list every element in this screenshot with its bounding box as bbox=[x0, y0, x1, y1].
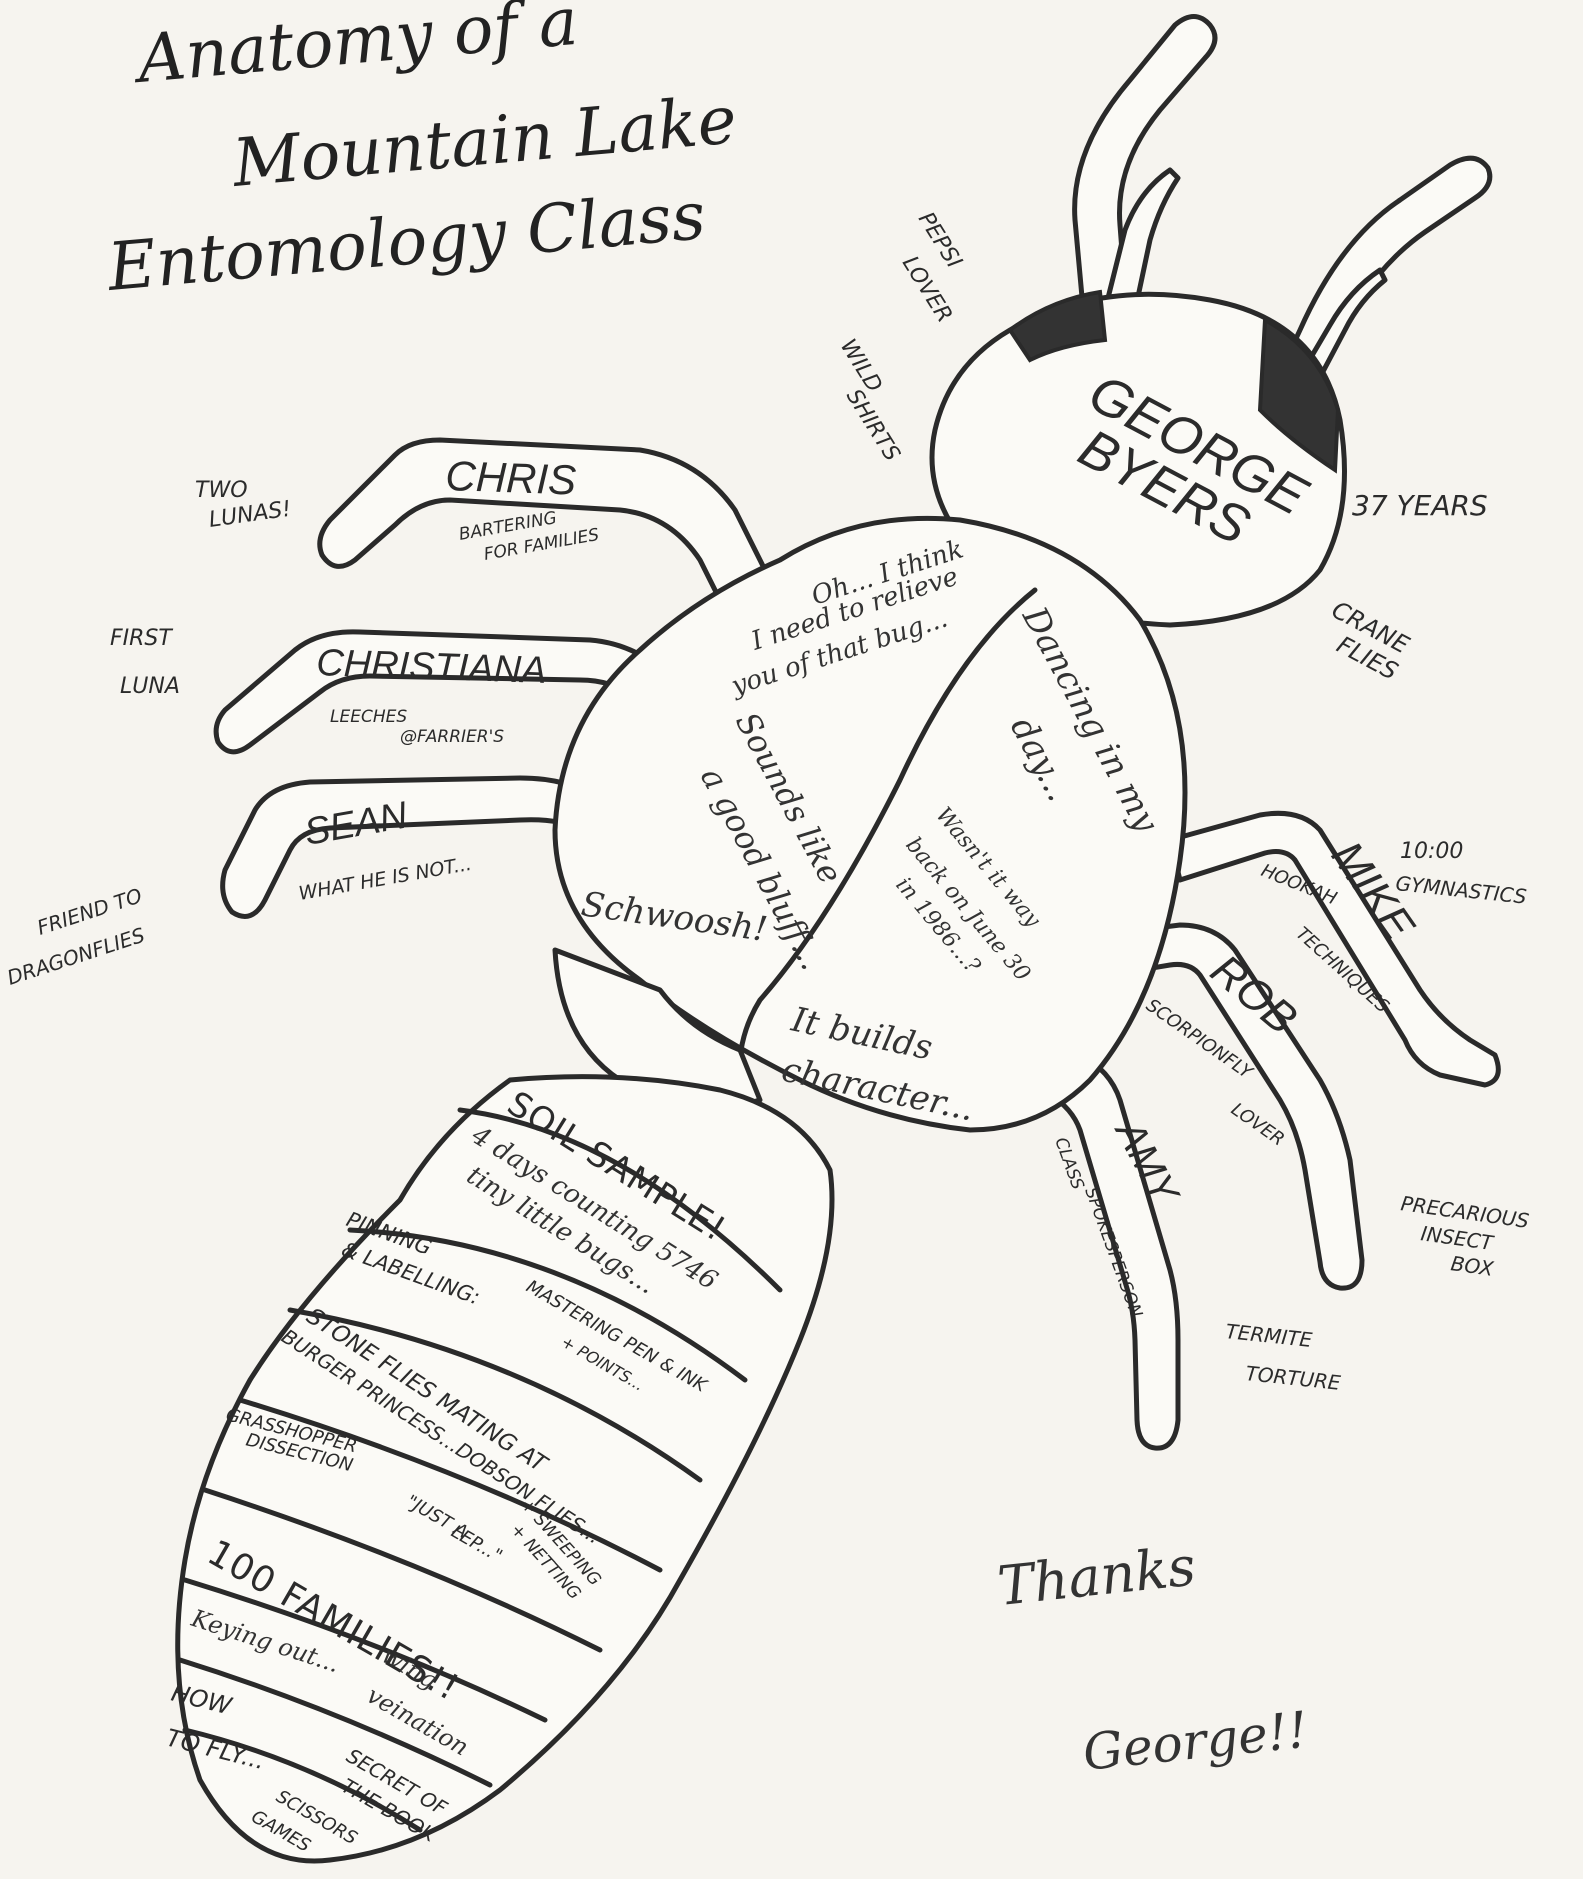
christiana-side-line-1: FIRST bbox=[110, 626, 173, 651]
thanks-line-2: George!! bbox=[1080, 1701, 1310, 1782]
title-line-3: Entomology Class bbox=[104, 177, 709, 306]
amy-side-line-2: TORTURE bbox=[1244, 1361, 1342, 1395]
note-shirts: SHIRTS bbox=[841, 385, 904, 466]
amy-side-line-1: TERMITE bbox=[1224, 1319, 1313, 1352]
mike-side-line-1: 10:00 bbox=[1400, 839, 1463, 864]
christiana-side-line-2: LUNA bbox=[120, 674, 180, 699]
title-block: Anatomy of a Mountain Lake Entomology Cl… bbox=[104, 0, 740, 306]
title-line-1: Anatomy of a bbox=[129, 0, 581, 98]
christiana-note-line-1: LEECHES bbox=[330, 707, 407, 727]
sean-side-line-2: DRAGONFLIES bbox=[4, 923, 148, 990]
rob-note-line-2: LOVER bbox=[1227, 1099, 1288, 1151]
thanks-line-1: Thanks bbox=[995, 1535, 1199, 1618]
leg-label-chris: CHRIS bbox=[445, 452, 577, 504]
rob-side-line-3: BOX bbox=[1449, 1251, 1496, 1281]
mike-side-line-2: GYMNASTICS bbox=[1394, 871, 1528, 909]
note-37-years: 37 YEARS bbox=[1352, 489, 1488, 522]
leg-label-christiana: CHRISTIANA bbox=[316, 642, 547, 692]
sean-note: WHAT HE IS NOT... bbox=[297, 853, 473, 905]
chris-side-line-1: TWO bbox=[195, 478, 248, 503]
christiana-note-line-2: @FARRIER'S bbox=[400, 727, 504, 747]
